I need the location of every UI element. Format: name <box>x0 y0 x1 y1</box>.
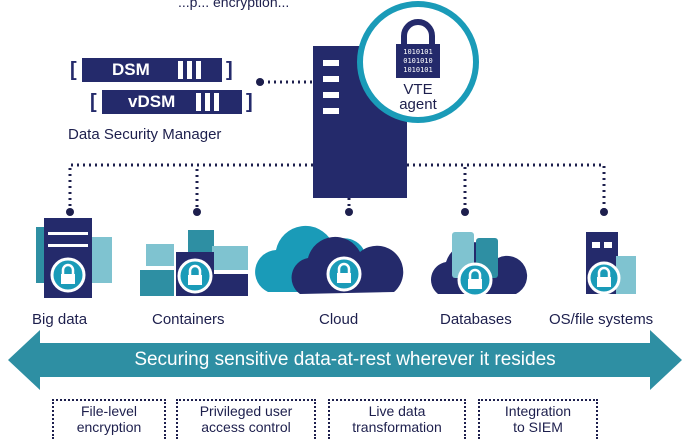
cloud-icon <box>255 225 404 294</box>
dsm-label: DSM <box>112 60 150 79</box>
cropped-title: ...p... encryption... <box>178 0 290 10</box>
feature-line1: Live data <box>368 403 426 419</box>
containers-icon <box>140 230 248 296</box>
vdsm-label: vDSM <box>128 92 176 111</box>
feature-box-live-data-transformation: Live data transformation <box>328 399 466 439</box>
endpoint-label-databases: Databases <box>440 311 512 328</box>
dsm-bracket-left: [ <box>70 59 77 81</box>
agent-lock-icon <box>396 19 440 78</box>
feature-line1: Privileged user <box>199 403 293 419</box>
os-file-systems-icon <box>586 232 636 295</box>
feature-box-integration-to-siem: Integration to SIEM <box>478 399 598 439</box>
agent-label: VTE agent <box>378 82 458 112</box>
server-slots <box>323 60 339 114</box>
vdsm-bracket-right: ] <box>246 91 253 113</box>
feature-line1: File-level <box>80 403 137 419</box>
feature-line2: to SIEM <box>513 419 563 435</box>
vdsm-bracket-left: [ <box>90 91 97 113</box>
banner-text: Securing sensitive data-at-rest wherever… <box>134 349 556 370</box>
endpoint-label-containers: Containers <box>152 311 225 328</box>
agent-label-line1: VTE <box>403 81 433 98</box>
endpoint-label-big-data: Big data <box>32 311 88 328</box>
big-data-icon <box>36 218 112 298</box>
connector-lines <box>68 80 606 210</box>
feature-box-file-level-encryption: File-level encryption <box>52 399 166 439</box>
vdsm-tag: vDSM <box>102 90 242 114</box>
dsm-tag: DSM <box>82 58 222 82</box>
agent-binary: 1010101 0101010 1010101 <box>403 48 433 74</box>
feature-line2: encryption <box>76 419 142 435</box>
feature-box-privileged-user-access-control: Privileged user access control <box>176 399 316 439</box>
dsm-bracket-right: ] <box>226 59 233 81</box>
feature-line2: access control <box>201 419 291 435</box>
databases-icon <box>430 232 528 298</box>
endpoint-label-os-file-systems: OS/file systems <box>549 311 654 328</box>
agent-label-line2: agent <box>399 96 437 113</box>
dsm-caption: Data Security Manager <box>68 126 222 143</box>
banner-arrow <box>8 330 682 390</box>
endpoint-label-cloud: Cloud <box>319 311 359 328</box>
feature-line1: Integration <box>504 403 572 419</box>
connector-dots <box>66 78 608 216</box>
feature-line2: transformation <box>352 419 442 435</box>
